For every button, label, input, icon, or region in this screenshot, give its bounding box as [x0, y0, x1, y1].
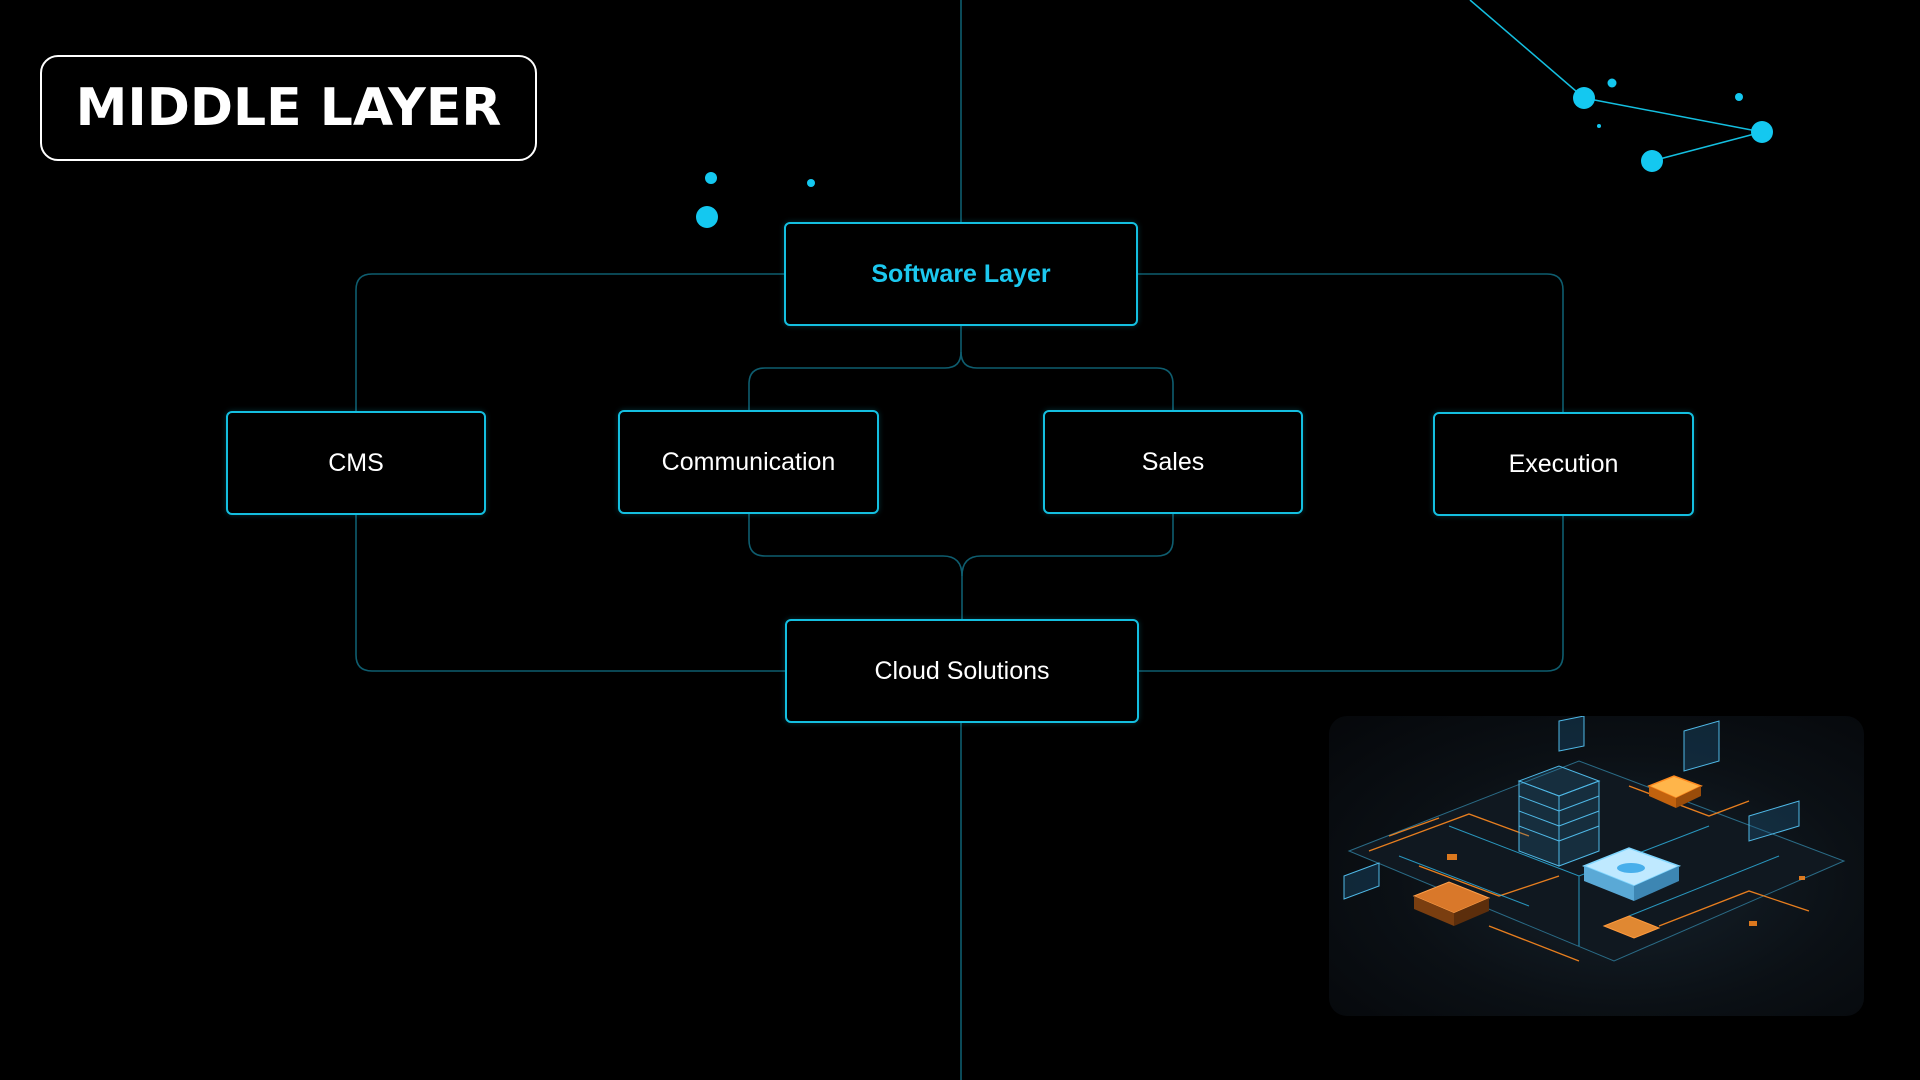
isometric-circuit-image	[1343, 716, 1846, 962]
cms-label: CMS	[328, 448, 384, 477]
page-title-badge: MIDDLE LAYER	[40, 55, 537, 161]
cloud-solutions-node: Cloud Solutions	[785, 619, 1139, 723]
software-layer-label: Software Layer	[871, 259, 1051, 288]
cloud-solutions-label: Cloud Solutions	[874, 656, 1050, 685]
line-root-to-execution	[1137, 273, 1564, 413]
dots-decoration	[696, 172, 815, 228]
sales-node: Sales	[1043, 410, 1303, 514]
line-cms-to-base	[355, 514, 785, 672]
line-root-to-communication	[748, 326, 962, 411]
communication-label: Communication	[661, 447, 836, 476]
cms-node: CMS	[226, 411, 486, 515]
line-sales-to-base	[961, 514, 1174, 577]
communication-node: Communication	[618, 410, 879, 514]
sales-label: Sales	[1141, 447, 1205, 476]
software-layer-node: Software Layer	[784, 222, 1138, 326]
execution-node: Execution	[1433, 412, 1694, 516]
line-root-to-sales	[960, 351, 1174, 411]
line-communication-to-base	[748, 514, 963, 620]
line-root-to-cms	[355, 273, 785, 413]
infrastructure-illustration	[1329, 716, 1864, 1016]
line-execution-to-base	[1137, 516, 1564, 672]
constellation-decoration	[1469, 0, 1773, 172]
page-title: MIDDLE LAYER	[75, 78, 502, 138]
execution-label: Execution	[1508, 449, 1619, 478]
